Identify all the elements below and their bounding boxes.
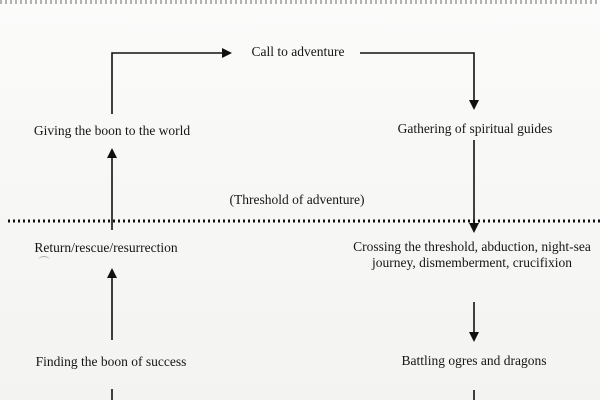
battling-ogres-dragons-node: Battling ogres and dragons	[401, 353, 547, 368]
arrow-call-to-guides	[360, 52, 479, 110]
scan-smudge-mark	[38, 256, 50, 265]
finding-boon-success-node: Finding the boon of success	[35, 354, 187, 369]
threshold-of-adventure-label: (Threshold of adventure)	[229, 192, 365, 207]
crossing-threshold-node: Crossing the threshold, abduction, night…	[353, 239, 591, 270]
arrow-boon-to-call	[111, 48, 232, 114]
call-to-adventure-node: Call to adventure	[251, 44, 345, 59]
return-rescue-resurrection-node: Return/rescue/resurrection	[34, 240, 178, 255]
gathering-spiritual-guides-node: Gathering of spiritual guides	[397, 121, 553, 136]
giving-boon-to-world-node: Giving the boon to the world	[33, 123, 191, 138]
cropped-top-text	[0, 0, 600, 4]
